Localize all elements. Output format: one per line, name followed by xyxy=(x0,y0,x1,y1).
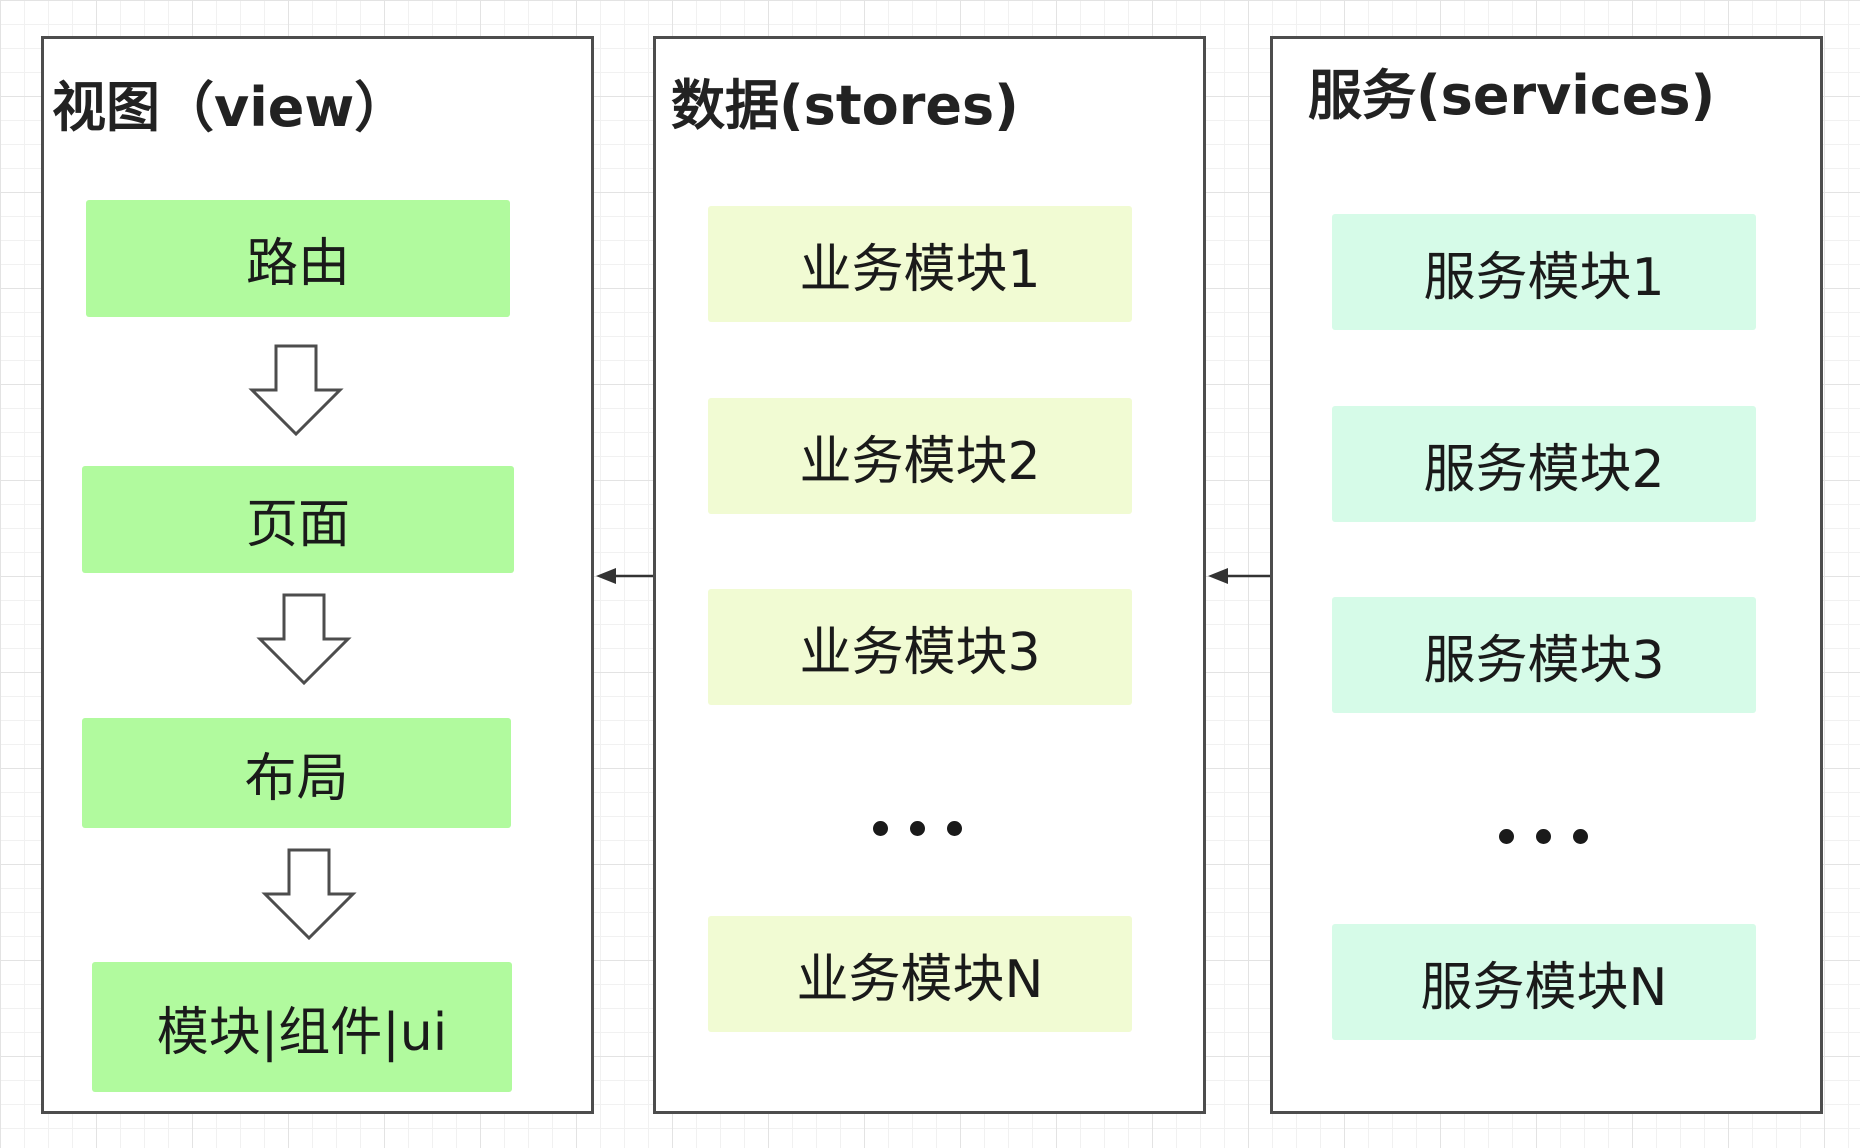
view-item-layout: 布局 xyxy=(82,718,511,828)
down-arrow-icon xyxy=(256,593,352,685)
dot xyxy=(910,821,925,836)
dot xyxy=(1499,829,1514,844)
view-panel-title: 视图（view） xyxy=(52,76,409,139)
services-panel-title: 服务(services) xyxy=(1308,64,1716,127)
dot xyxy=(1573,829,1588,844)
dot xyxy=(873,821,888,836)
service-module-n: 服务模块N xyxy=(1332,924,1756,1040)
view-item-route: 路由 xyxy=(86,200,510,317)
arrow-services-to-stores xyxy=(1208,568,1270,584)
services-ellipsis xyxy=(1499,829,1588,844)
dot xyxy=(1536,829,1551,844)
store-module-2: 业务模块2 xyxy=(708,398,1132,514)
stores-panel-title: 数据(stores) xyxy=(671,74,1019,137)
stores-ellipsis xyxy=(873,821,962,836)
store-module-n: 业务模块N xyxy=(708,916,1132,1032)
service-module-3: 服务模块3 xyxy=(1332,597,1756,713)
service-module-1: 服务模块1 xyxy=(1332,214,1756,330)
store-module-3: 业务模块3 xyxy=(708,589,1132,705)
down-arrow-icon xyxy=(248,344,344,436)
store-module-1: 业务模块1 xyxy=(708,206,1132,322)
view-panel: 视图（view） xyxy=(41,36,594,1114)
view-item-page: 页面 xyxy=(82,466,514,573)
service-module-2: 服务模块2 xyxy=(1332,406,1756,522)
arrow-stores-to-view xyxy=(596,568,653,584)
dot xyxy=(947,821,962,836)
down-arrow-icon xyxy=(261,848,357,940)
view-item-module-component-ui: 模块|组件|ui xyxy=(92,962,512,1092)
